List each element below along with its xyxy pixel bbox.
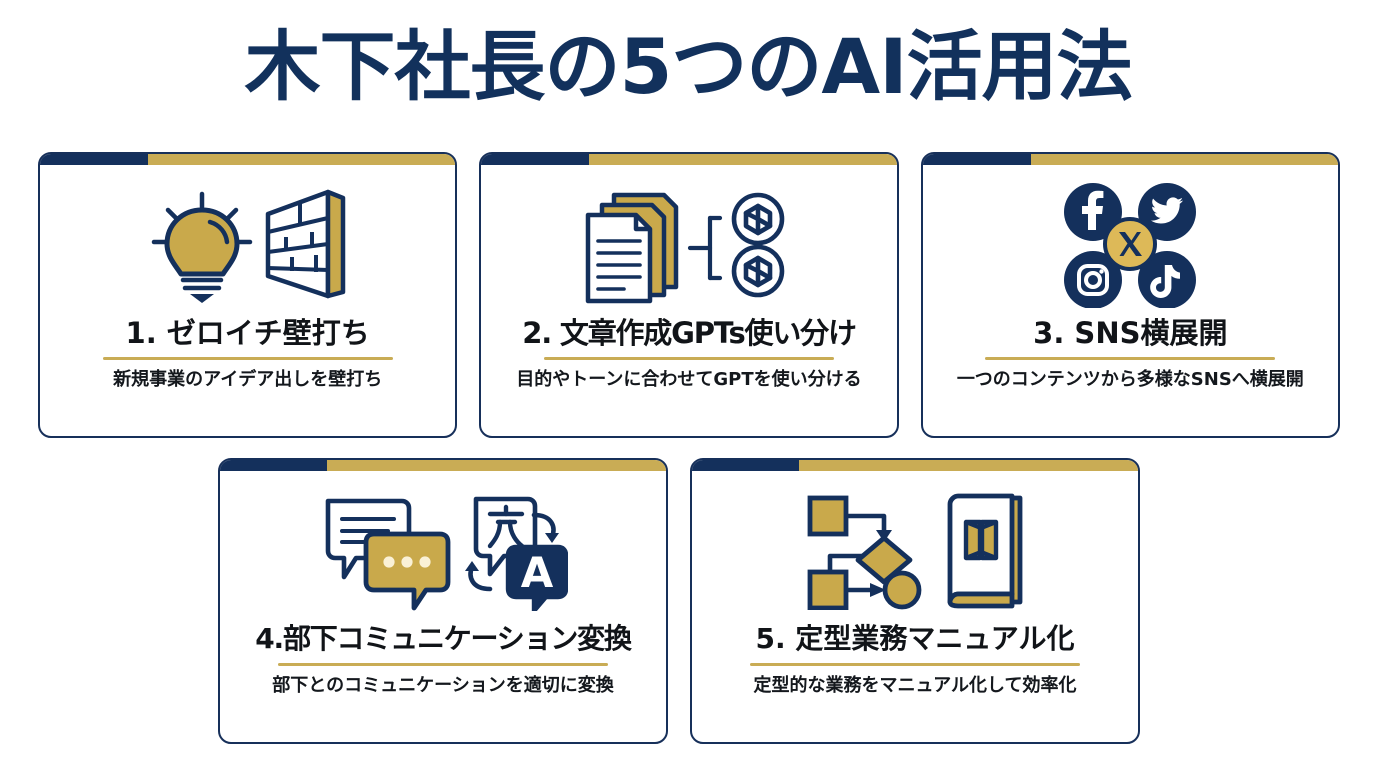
chat-translate-icon: A: [325, 496, 568, 611]
card-accent-bar: [692, 460, 1138, 471]
accent-gold-segment: [147, 154, 456, 165]
flowchart-book-icon: [807, 493, 1022, 610]
icon-area: [692, 482, 1138, 618]
card-accent-bar: [922, 154, 1338, 165]
icon-area: [40, 176, 455, 312]
sns-network-icon: [1064, 183, 1197, 308]
icon-area: A: [220, 482, 666, 618]
card-teikei-gyomu-manual[interactable]: 5. 定型業務マニュアル化 定型的な業務をマニュアル化して効率化: [690, 458, 1140, 744]
card-title: 5. 定型業務マニュアル化: [755, 622, 1075, 655]
accent-gold-segment: [1030, 154, 1338, 165]
instagram-icon: [1064, 251, 1123, 308]
accent-gold-segment: [799, 460, 1138, 471]
card-bukka-communication-henkan[interactable]: A 4.部下コミュニケーション変換 部下とのコミュニケーションを適切に変換: [218, 458, 668, 744]
documents-openai-branch-icon: [586, 192, 785, 304]
accent-navy-segment: [922, 154, 1031, 165]
card-subtitle: 一つのコンテンツから多様なSNSへ横展開: [956, 369, 1304, 390]
card-subtitle: 部下とのコミュニケーションを適切に変換: [272, 675, 614, 696]
card-accent-bar: [481, 154, 897, 165]
page-title: 木下社長の5つのAI活用法: [244, 22, 1133, 111]
card-zero-ichi-kabeuchi[interactable]: 1. ゼロイチ壁打ち 新規事業のアイデア出しを壁打ち: [38, 152, 458, 438]
card-row-bottom: A 4.部下コミュニケーション変換 部下とのコミュニケーションを適切に変換: [218, 458, 1140, 744]
card-sns-yokotenkai[interactable]: 3. SNS横展開 一つのコンテンツから多様なSNSへ横展開: [920, 152, 1340, 438]
card-row-top: 1. ゼロイチ壁打ち 新規事業のアイデア出しを壁打ち: [38, 152, 1340, 438]
card-bunsho-sakusei-gpts[interactable]: 2. 文章作成GPTs使い分け 目的やトーンに合わせてGPTを使い分ける: [479, 152, 899, 438]
accent-navy-segment: [40, 154, 148, 165]
card-title: 3. SNS横展開: [1033, 316, 1228, 350]
card-accent-bar: [220, 460, 666, 471]
accent-gold-segment: [327, 460, 666, 471]
card-title: 1. ゼロイチ壁打ち: [125, 316, 370, 350]
card-title: 4.部下コミュニケーション変換: [255, 622, 632, 655]
card-title: 2. 文章作成GPTs使い分け: [522, 316, 857, 350]
icon-area: [923, 176, 1338, 312]
title-divider: [750, 663, 1080, 666]
title-divider: [543, 357, 834, 360]
lightbulb-brickwall-icon: [151, 189, 346, 303]
title-divider: [278, 663, 608, 666]
card-accent-bar: [40, 154, 456, 165]
svg-text:A: A: [521, 548, 554, 597]
title-area: 木下社長の5つのAI活用法: [0, 24, 1376, 110]
title-divider: [985, 357, 1276, 360]
card-subtitle: 新規事業のアイデア出しを壁打ち: [113, 369, 383, 390]
icon-area: [481, 176, 896, 312]
accent-gold-segment: [589, 154, 897, 165]
accent-navy-segment: [481, 154, 590, 165]
card-subtitle: 定型的な業務をマニュアル化して効率化: [753, 675, 1077, 696]
accent-navy-segment: [220, 460, 328, 471]
accent-navy-segment: [692, 460, 800, 471]
card-subtitle: 目的やトーンに合わせてGPTを使い分ける: [516, 369, 862, 390]
title-divider: [102, 357, 393, 360]
